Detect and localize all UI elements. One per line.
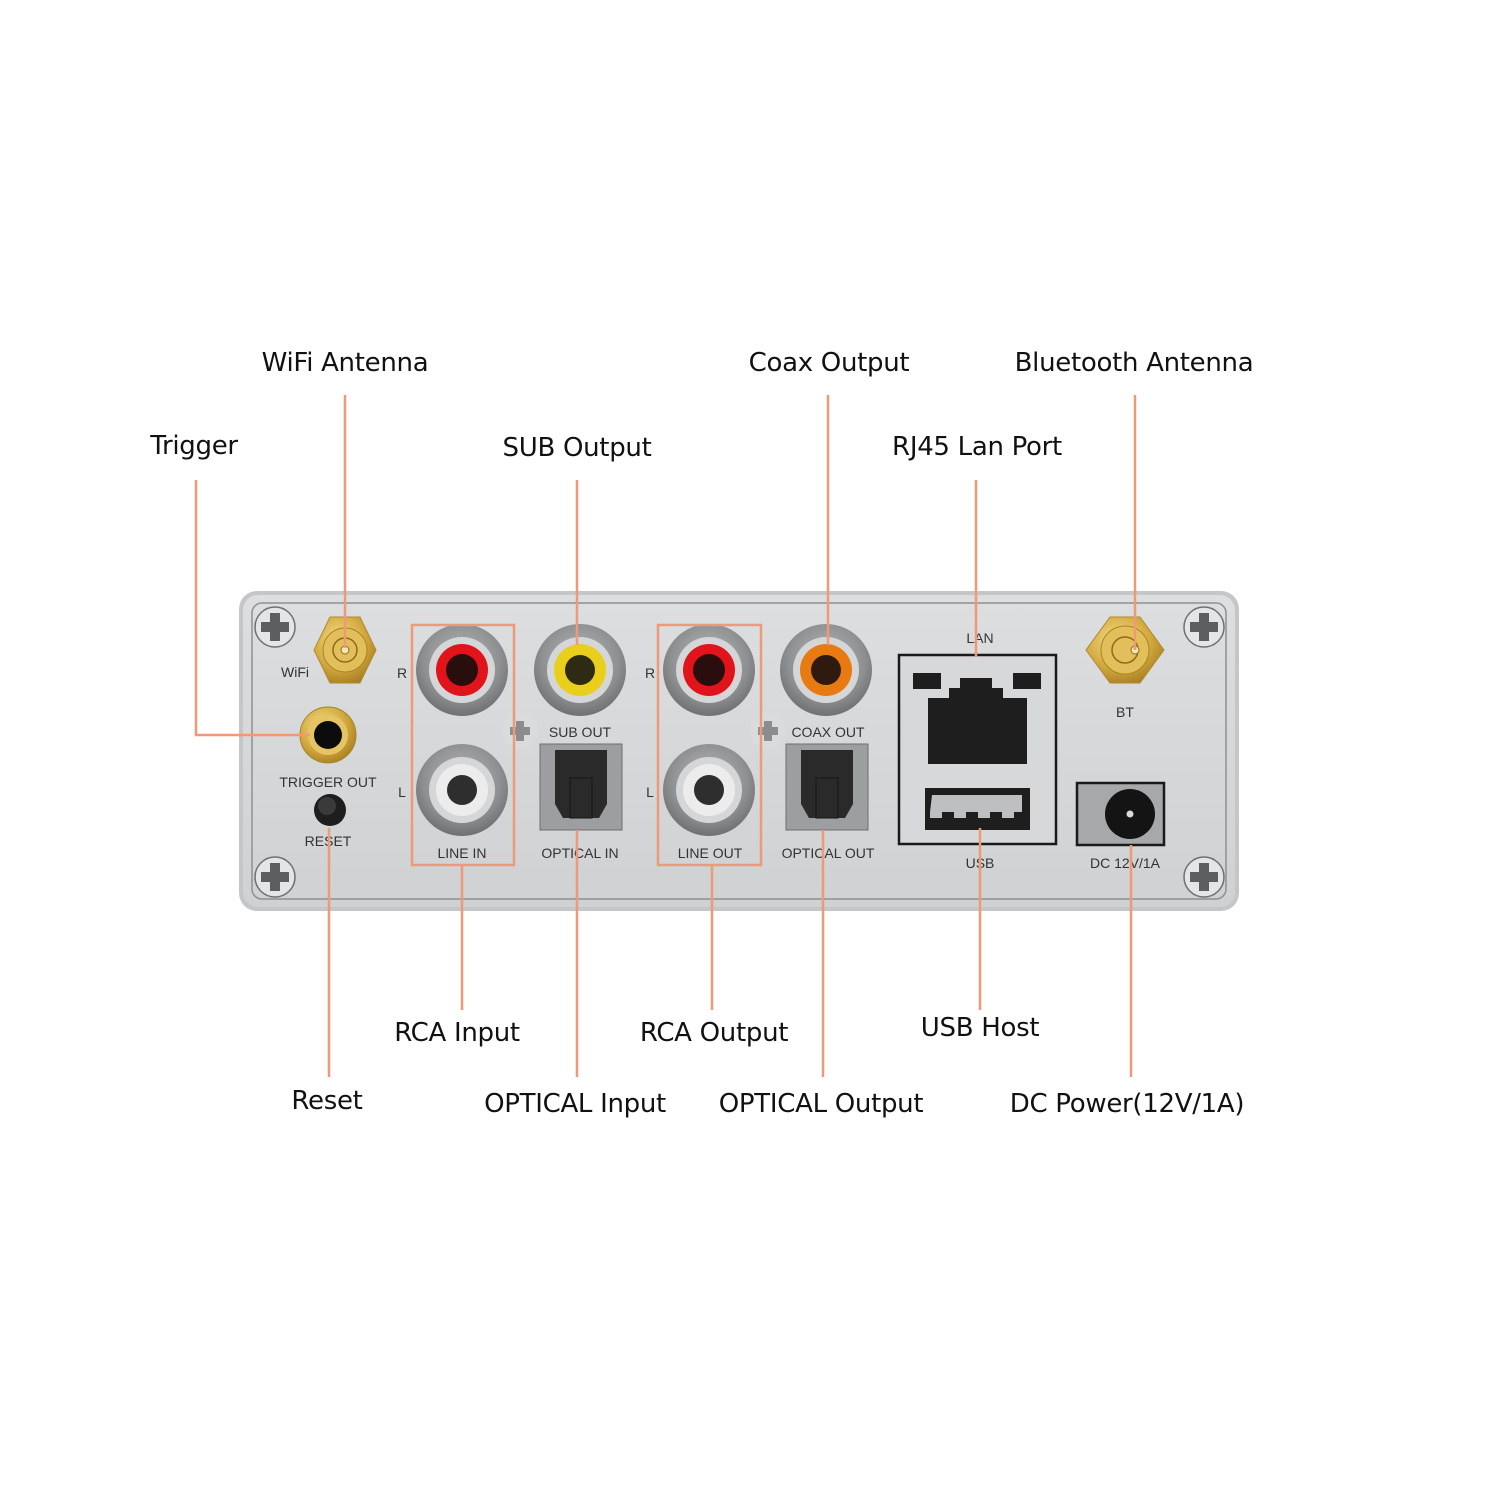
label-trigger-out: TRIGGER OUT — [279, 774, 377, 790]
label-r1: R — [397, 665, 407, 681]
label-bt: BT — [1116, 704, 1134, 720]
label-r2: R — [645, 665, 655, 681]
callout-wifi-antenna: WiFi Antenna — [261, 348, 429, 378]
reset-button[interactable] — [314, 794, 346, 826]
screw-icon — [1183, 856, 1225, 898]
label-optical-in: OPTICAL IN — [541, 845, 618, 861]
panel-inner-border — [251, 602, 1227, 900]
callout-optical-output: OPTICAL Output — [718, 1089, 924, 1119]
usb-host-port — [925, 788, 1030, 830]
screw-icon — [254, 856, 296, 898]
callout-rca-input: RCA Input — [394, 1018, 520, 1048]
callout-trigger: Trigger — [150, 431, 238, 461]
label-line-in: LINE IN — [437, 845, 486, 861]
callout-coax-output: Coax Output — [748, 348, 910, 378]
callout-optical-input: OPTICAL Input — [484, 1089, 666, 1119]
label-sub-out: SUB OUT — [549, 724, 612, 740]
label-l2: L — [646, 784, 654, 800]
label-wifi: WiFi — [281, 664, 309, 680]
wifi-antenna-connector — [313, 616, 377, 684]
label-optical-out: OPTICAL OUT — [782, 845, 875, 861]
label-dc: DC 12V/1A — [1090, 855, 1161, 871]
leader-trigger — [194, 480, 310, 737]
callout-sub-output: SUB Output — [502, 433, 652, 463]
callout-dc-power: DC Power(12V/1A) — [1009, 1089, 1245, 1119]
rca-jack-line-out-left — [663, 744, 755, 836]
leader-lines — [194, 395, 1137, 1077]
callout-rj45-lan-port: RJ45 Lan Port — [892, 432, 1062, 462]
rca-jack-sub-out — [534, 624, 626, 716]
callout-bluetooth-antenna: Bluetooth Antenna — [1014, 348, 1254, 378]
label-l1: L — [398, 784, 406, 800]
screw-icon — [254, 606, 296, 648]
rca-jack-line-in-left — [416, 744, 508, 836]
rj45-lan-port — [913, 673, 1041, 764]
screw-icon — [1183, 606, 1225, 648]
bluetooth-antenna-connector — [1085, 616, 1165, 684]
callout-rca-output: RCA Output — [639, 1018, 789, 1048]
bracket-line-out — [656, 623, 763, 867]
optical-out-port — [785, 743, 869, 831]
rca-jack-line-in-right — [416, 624, 508, 716]
dc-power-jack — [1075, 781, 1166, 847]
label-coax-out: COAX OUT — [791, 724, 865, 740]
screw-icon — [750, 713, 786, 749]
label-lan: LAN — [966, 630, 993, 646]
rca-jack-coax-out — [780, 624, 872, 716]
callout-usb-host: USB Host — [920, 1013, 1040, 1043]
screw-icon — [502, 713, 538, 749]
rca-jack-line-out-right — [663, 624, 755, 716]
trigger-out-jack — [299, 706, 357, 764]
callout-reset: Reset — [291, 1086, 363, 1116]
label-line-out: LINE OUT — [678, 845, 743, 861]
optical-in-port — [539, 743, 623, 831]
